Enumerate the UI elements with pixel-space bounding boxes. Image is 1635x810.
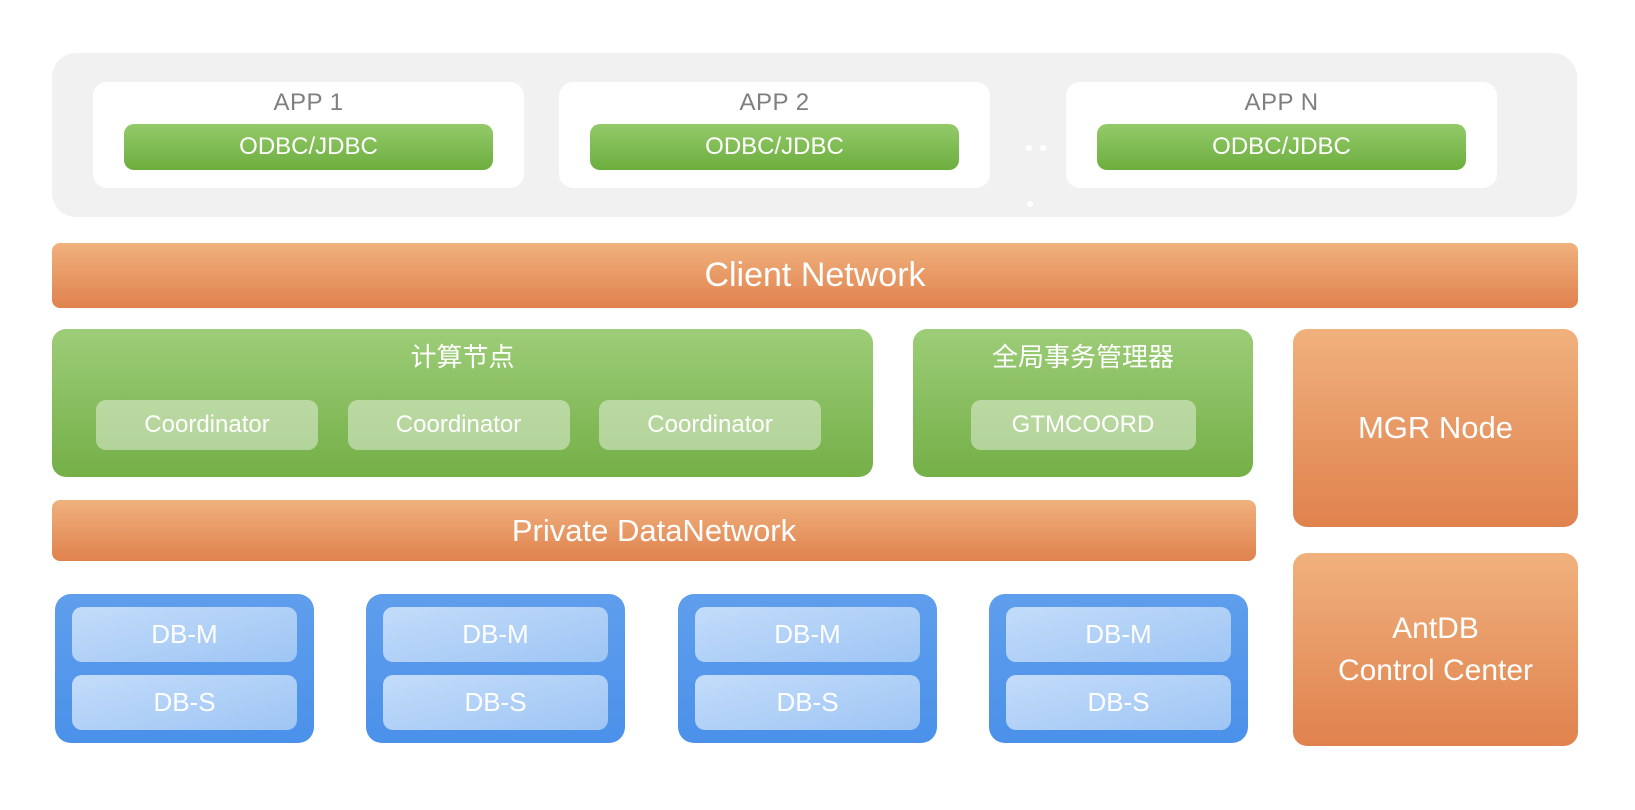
db-master-node: DB-M bbox=[695, 607, 920, 662]
ellipsis-dots bbox=[1026, 145, 1102, 215]
mgr-node-label: MGR Node bbox=[1357, 410, 1514, 445]
app-title: APP N bbox=[1244, 89, 1319, 116]
client-network-label: Client Network bbox=[704, 256, 926, 294]
odbc-jdbc-connector: ODBC/JDBC bbox=[124, 124, 493, 170]
app-title: APP 1 bbox=[273, 89, 344, 116]
app-title: APP 2 bbox=[739, 89, 810, 116]
data-node-group-1: DB-M DB-S bbox=[55, 594, 314, 743]
control-center-label-line2: Control Center bbox=[1337, 653, 1534, 687]
gtmcoord-node: GTMCOORD bbox=[970, 400, 1196, 450]
compute-node-title: 计算节点 bbox=[410, 342, 515, 372]
data-node-group-3: DB-M DB-S bbox=[678, 594, 937, 743]
coordinator-node: Coordinator bbox=[96, 400, 318, 450]
app-card-1: APP 1 ODBC/JDBC bbox=[93, 82, 524, 188]
coordinator-row: Coordinator Coordinator Coordinator bbox=[96, 400, 821, 450]
odbc-jdbc-connector: ODBC/JDBC bbox=[1097, 124, 1466, 170]
control-center-label-line1: AntDB bbox=[1392, 611, 1479, 645]
ellipsis-dot bbox=[1026, 145, 1032, 151]
ellipsis-dot bbox=[1040, 145, 1046, 151]
db-master-node: DB-M bbox=[72, 607, 297, 662]
coordinator-node: Coordinator bbox=[347, 400, 570, 450]
compute-node-box: 计算节点 Coordinator Coordinator Coordinator bbox=[52, 329, 873, 477]
gtm-box: 全局事务管理器 GTMCOORD bbox=[913, 329, 1253, 477]
application-layer-container: APP 1 ODBC/JDBC APP 2 ODBC/JDBC APP N OD… bbox=[52, 53, 1577, 217]
gtm-title: 全局事务管理器 bbox=[991, 342, 1174, 372]
data-node-group-4: DB-M DB-S bbox=[989, 594, 1248, 743]
odbc-jdbc-connector: ODBC/JDBC bbox=[590, 124, 959, 170]
antdb-control-center-box: AntDB Control Center bbox=[1293, 553, 1578, 746]
db-slave-node: DB-S bbox=[383, 675, 608, 730]
app-card-n: APP N ODBC/JDBC bbox=[1066, 82, 1497, 188]
private-data-network-bar: Private DataNetwork bbox=[52, 500, 1256, 561]
gtm-node-row: GTMCOORD bbox=[913, 400, 1253, 450]
db-slave-node: DB-S bbox=[695, 675, 920, 730]
app-card-2: APP 2 ODBC/JDBC bbox=[559, 82, 990, 188]
mgr-node-box: MGR Node bbox=[1293, 329, 1578, 527]
db-master-node: DB-M bbox=[383, 607, 608, 662]
db-slave-node: DB-S bbox=[1006, 675, 1231, 730]
ellipsis-dot bbox=[1027, 201, 1033, 207]
client-network-bar: Client Network bbox=[52, 243, 1578, 308]
data-node-group-2: DB-M DB-S bbox=[366, 594, 625, 743]
db-master-node: DB-M bbox=[1006, 607, 1231, 662]
db-slave-node: DB-S bbox=[72, 675, 297, 730]
coordinator-node: Coordinator bbox=[599, 400, 821, 450]
private-data-network-label: Private DataNetwork bbox=[511, 512, 797, 548]
